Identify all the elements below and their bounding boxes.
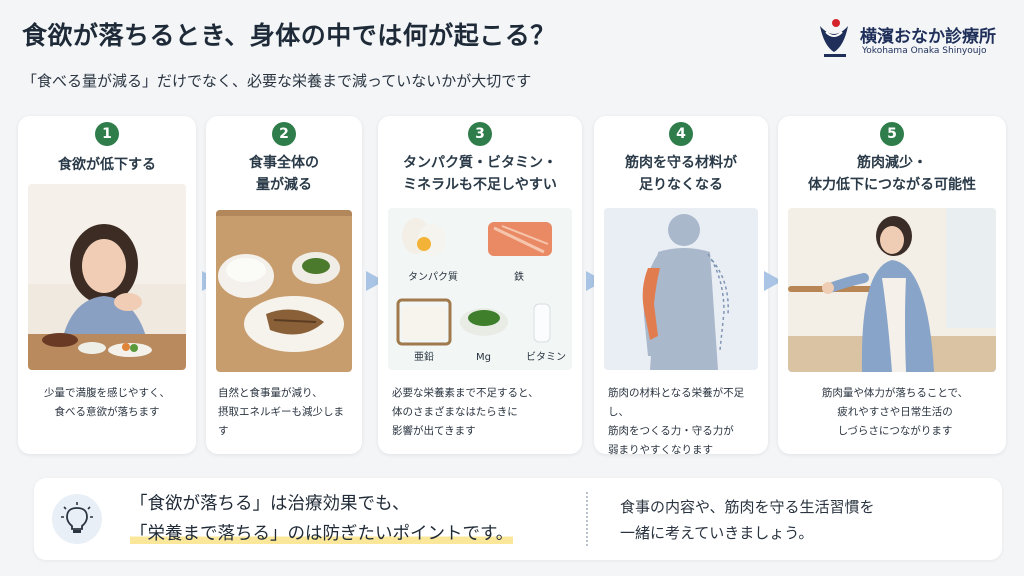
nutrient-label: 鉄 [514,270,524,283]
step-number: 4 [669,122,693,146]
highlighted-text: 「栄養まで落ちる」のは防ぎたいポイントです。 [130,524,514,544]
step-number: 1 [95,122,119,146]
woman-handrail-photo [788,208,996,372]
step-card-5: 5 筋肉減少・ 体力低下につながる可能性 筋肉量や体力が落ちることで、 疲れやす… [778,116,1006,454]
lightbulb-icon [61,502,93,533]
step-number: 3 [468,122,492,146]
nutrient-label: 亜鉛 [414,350,434,363]
step-description: 必要な栄養素まで不足すると、 体のさまざまなはたらきに 影響が出てきます [392,387,539,437]
step-card-2: 2 食事全体の 量が減る 自然と食事量が減り、 摂取エネルギーも減少します [206,116,362,454]
nutrient-label: タンパク質 [408,270,458,283]
key-message-line-1: 「食欲が落ちる」は治療効果でも、 [130,494,410,514]
step-description: 筋肉の材料となる栄養が不足し、 筋肉をつくる力・守る力が 弱まりやすくなります [608,387,745,456]
step-heading: 筋肉を守る材料が 足りなくなる [625,155,737,193]
lightbulb-icon-badge [52,494,102,544]
page-subtitle: 「食べる量が減る」だけでなく、必要な栄養まで減っていないかが大切です [22,72,532,90]
clinic-emblem-icon [820,19,848,57]
step-number: 2 [272,122,296,146]
dotted-divider [586,492,588,546]
page-title: 食欲が落ちるとき、身体の中では何が起こる？ [22,21,556,50]
key-message-panel: 「食欲が落ちる」は治療効果でも、 「栄養まで落ちる」のは防ぎたいポイントです。 … [34,478,1002,560]
nutrient-foods-illustration: タンパク質 鉄 亜鉛 Mg ビタミン [388,208,572,370]
step-heading: 食欲が低下する [58,157,156,173]
arrow-right-icon [366,271,384,291]
body-muscle-illustration [604,208,758,370]
woman-appetite-photo [28,184,186,370]
arrow-right-icon [764,271,782,291]
step-heading: 筋肉減少・ 体力低下につながる可能性 [808,155,976,193]
clinic-romaji: Yokohama Onaka Shinyoujo [862,46,987,56]
step-number: 5 [880,122,904,146]
step-heading: 食事全体の 量が減る [249,155,319,193]
step-description: 筋肉量や体力が落ちることで、 疲れやすさや日常生活の しづらさにつながります [821,387,969,437]
process-steps: 1 食欲が低下する 少量で満腹を感じやすく、 食べる意欲が落ちます [18,116,1006,456]
step-description: 自然と食事量が減り、 摂取エネルギーも減少します [218,387,344,437]
step-heading: タンパク質・ビタミン・ ミネラルも不足しやすい [403,155,557,193]
step-card-3: 3 タンパク質・ビタミン・ ミネラルも不足しやすい タンパク質 鉄 亜鉛 [378,116,582,454]
nutrient-label: ビタミン [526,351,566,363]
step-card-4: 4 筋肉を守る材料が 足りなくなる 筋肉の材料となる栄養が不足し、 筋肉をつくる… [594,116,768,456]
closing-message: 食事の内容や、筋肉を守る生活習慣を 一緒に考えていきましょう。 [620,498,875,542]
clinic-logo: 横濱おなか診療所 Yokohama Onaka Shinyoujo [814,16,1004,66]
small-meal-photo [216,210,352,372]
nutrient-label: Mg [476,352,491,363]
step-description: 少量で満腹を感じやすく、 食べる意欲が落ちます [44,387,170,418]
clinic-name: 横濱おなか診療所 [860,27,996,47]
key-message-line-2: 「栄養まで落ちる」のは防ぎたいポイントです。 [130,520,514,545]
step-card-1: 1 食欲が低下する 少量で満腹を感じやすく、 食べる意欲が落ちます [18,116,196,454]
